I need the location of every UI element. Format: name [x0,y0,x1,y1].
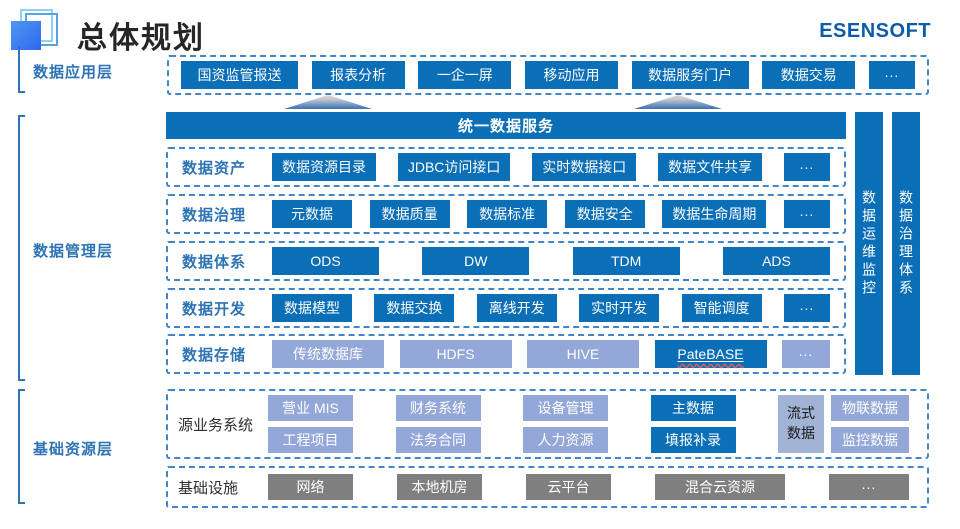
chip: ... [782,340,830,368]
chip: 数据文件共享 [658,153,763,181]
mgmt-row: 数据体系 ODS DW TDM ADS [166,241,846,281]
brand-logo: ESENSOFT [819,20,931,42]
row-chip-list: 数据模型数据交换离线开发实时开发智能调度... [272,294,844,322]
app-chip-list: 国资监管报送报表分析一企一屏移动应用数据服务门户数据交易... [169,61,927,89]
chip: 数据交易 [762,61,856,89]
chip: ODS [272,247,379,275]
up-arrow-icon [284,95,372,109]
chip: 数据标准 [467,200,548,228]
chip-column: 物联数据监控数据 [831,395,909,453]
row-chip-list: 元数据数据质量数据标准数据安全数据生命周期... [272,200,844,228]
row-label: 数据治理 [182,206,247,224]
label-app-layer: 数据应用层 [33,64,114,81]
chip-column: 营业 MIS 工程项目 [268,395,353,453]
logo-filled-square [11,21,41,50]
infrastructure-chip-list: 网络 本地机房 云平台 混合云资源... [268,474,927,500]
chip: 人力资源 [523,427,608,453]
chip: 智能调度 [681,294,762,322]
chip: 物联数据 [831,395,909,421]
chip: 数据安全 [564,200,645,228]
row-label: 数据体系 [182,253,247,271]
row-label: 数据资产 [182,159,247,177]
mgmt-row: 数据治理 元数据数据质量数据标准数据安全数据生命周期... [166,194,846,234]
chip: DW [422,247,530,275]
label-base-layer: 基础资源层 [33,441,114,458]
chip: 一企一屏 [418,61,512,89]
chip: 流式数据 [778,395,824,453]
stream-data-group: 流式数据物联数据监控数据 [778,395,909,453]
chip: 实时数据接口 [532,153,637,181]
unified-data-service-bar: 统一数据服务 [166,112,846,139]
sidebar-data-ops-monitoring: 数据运维监控 [855,112,883,375]
chip: JDBC访问接口 [397,153,511,181]
chip: ... [783,200,830,228]
chip: 报表分析 [311,61,405,89]
mgmt-row: 数据开发 数据模型数据交换离线开发实时开发智能调度... [166,288,846,328]
chip: PateBASE [654,340,767,368]
bracket-base-layer [18,389,25,504]
chip: 云平台 [526,474,611,500]
row-label: 数据开发 [182,300,247,318]
chip: 数据交换 [374,294,455,322]
page-title: 总体规划 [77,22,205,55]
chip: 数据质量 [369,200,450,228]
chip: 数据模型 [272,294,352,322]
mgmt-row: 数据资产 数据资源目录 JDBC访问接口实时数据接口数据文件共享... [166,147,846,187]
chip: ... [783,294,830,322]
chip: 移动应用 [524,61,618,89]
chip: 设备管理 [523,395,608,421]
chip: 工程项目 [268,427,353,453]
chip: 法务合同 [395,427,481,453]
chip: 元数据 [272,200,352,228]
row-chip-list: 数据资源目录 JDBC访问接口实时数据接口数据文件共享... [272,153,844,181]
chip: ... [784,153,830,181]
chip: 数据生命周期 [662,200,767,228]
chip: 监控数据 [831,427,909,453]
chip-column: 财务系统法务合同 [395,395,481,453]
chip: 实时开发 [579,294,660,322]
chip: ... [829,474,909,500]
chip: 主数据 [650,395,736,421]
chip-column: 设备管理人力资源 [523,395,608,453]
chip: 数据资源目录 [272,153,376,181]
row-chip-list: ODS DW TDM ADS [272,247,844,275]
label-source-systems: 源业务系统 [178,416,254,434]
label-mgmt-layer: 数据管理层 [33,243,114,260]
chip: 填报补录 [650,427,736,453]
up-arrow-icon [634,95,722,109]
chip: ADS [722,247,830,275]
sidebar-data-governance-system: 数据治理体系 [892,112,920,375]
chip: 网络 [268,474,353,500]
stacked-squares-logo-icon [11,8,61,52]
chip: HDFS [399,340,512,368]
chip: 财务系统 [395,395,481,421]
chip: 混合云资源 [655,474,785,500]
chip: ... [868,61,915,89]
bracket-app-layer [18,46,25,93]
chip: 数据服务门户 [631,61,749,89]
chip: TDM [572,247,680,275]
app-layer-box: 国资监管报送报表分析一企一屏移动应用数据服务门户数据交易... [167,55,929,95]
chip: 离线开发 [476,294,557,322]
infrastructure-box: 基础设施 网络 本地机房 云平台 混合云资源... [166,466,929,508]
row-chip-list: 传统数据库 HDFS HIVE PateBASE... [272,340,844,368]
chip-column: 主数据填报补录 [650,395,736,453]
mgmt-row: 数据存储 传统数据库 HDFS HIVE PateBASE... [166,334,846,374]
bracket-mgmt-layer [18,115,25,381]
row-label: 数据存储 [182,346,247,364]
chip: HIVE [527,340,639,368]
chip: 传统数据库 [272,340,384,368]
chip: 国资监管报送 [181,61,298,89]
chip: 本地机房 [397,474,482,500]
chip: 营业 MIS [268,395,353,421]
label-infrastructure: 基础设施 [178,479,239,497]
